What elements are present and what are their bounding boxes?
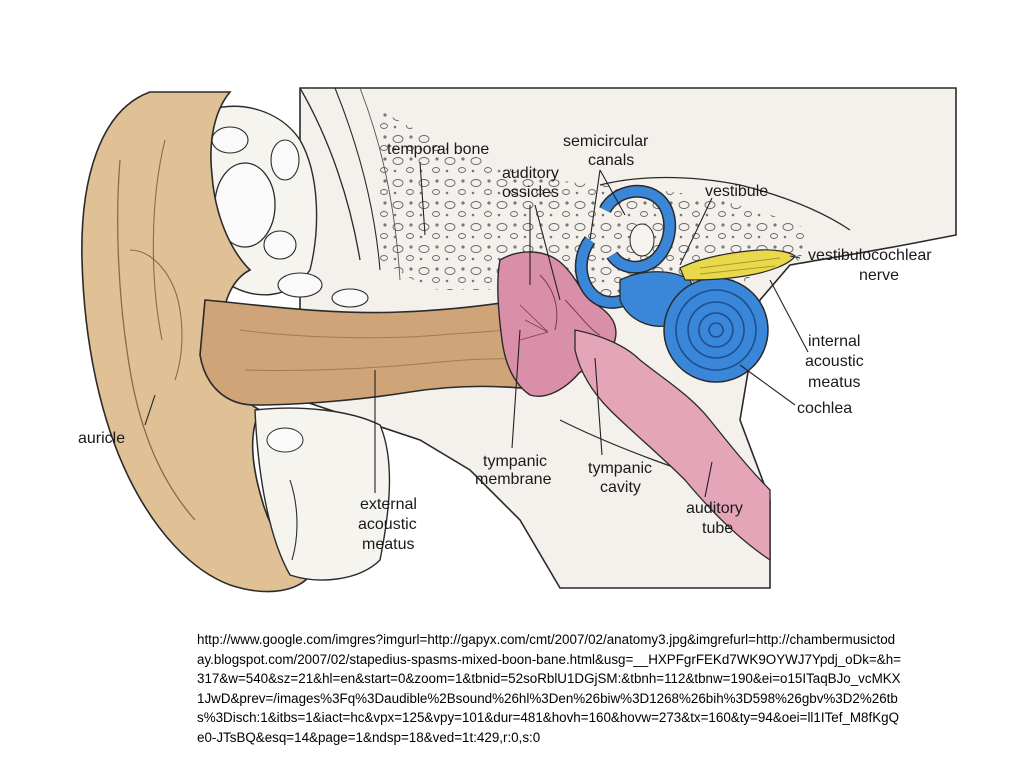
label-semicircular-canals-line1: semicircular: [563, 133, 649, 150]
label-auditory-ossicles-line2: ossicles: [502, 184, 559, 201]
label-tympanic-membrane-line2: membrane: [475, 471, 552, 488]
semicircular-canals-shape: [574, 184, 677, 309]
mastoid-air-cells: [193, 105, 369, 308]
label-vestibulocochlear-nerve-line1: vestibulocochlear: [808, 247, 932, 264]
label-external-acoustic-meatus-line3: meatus: [362, 536, 414, 553]
cochlea-shape: [619, 271, 769, 383]
label-tympanic-membrane-line1: tympanic: [483, 453, 547, 470]
source-url-caption: http://www.google.com/imgres?imgurl=http…: [197, 632, 901, 745]
ear-anatomy-diagram: temporal bone semicircular canals audito…: [78, 87, 957, 593]
label-external-acoustic-meatus-line2: acoustic: [358, 516, 417, 533]
label-internal-acoustic-meatus-line1: internal: [808, 333, 860, 350]
lower-bone: [254, 407, 391, 581]
label-auditory-tube-line2: tube: [702, 520, 733, 537]
label-vestibule: vestibule: [705, 183, 768, 200]
label-vestibulocochlear-nerve-line2: nerve: [859, 267, 899, 284]
label-cochlea: cochlea: [797, 400, 852, 417]
label-internal-acoustic-meatus-line3: meatus: [808, 374, 860, 391]
nerve-shape: [679, 249, 796, 281]
auditory-tube-shape: [574, 329, 771, 562]
label-tympanic-cavity-line1: tympanic: [588, 460, 652, 477]
labels: temporal bone semicircular canals audito…: [78, 133, 932, 553]
label-semicircular-canals-line2: canals: [588, 152, 634, 169]
label-auditory-ossicles-line1: auditory: [502, 165, 559, 182]
label-auricle: auricle: [78, 430, 125, 447]
label-auditory-tube-line1: auditory: [686, 500, 743, 517]
leader-lines: [144, 161, 809, 498]
label-internal-acoustic-meatus-line2: acoustic: [805, 353, 864, 370]
label-tympanic-cavity-line2: cavity: [600, 479, 641, 496]
label-external-acoustic-meatus-line1: external: [360, 496, 417, 513]
label-temporal-bone: temporal bone: [387, 141, 489, 158]
